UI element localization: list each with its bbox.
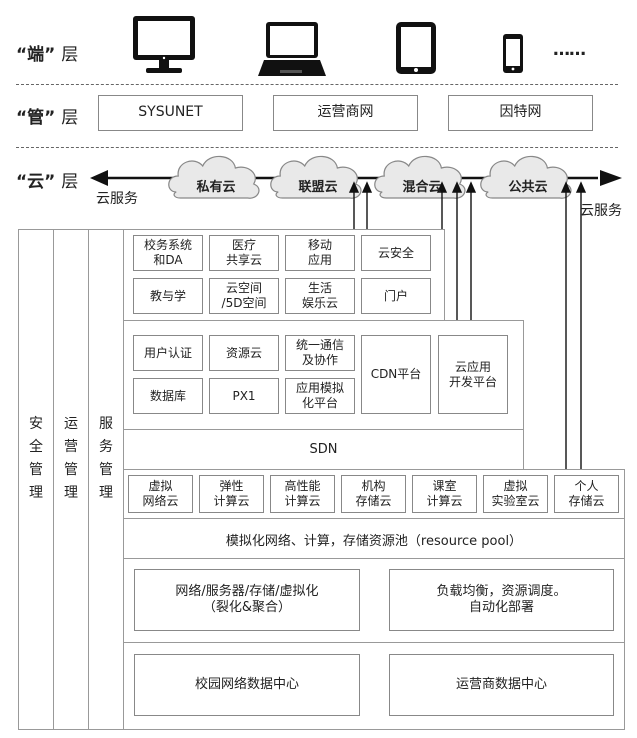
phone-icon xyxy=(503,34,523,73)
platform-resource-cloud: 资源云 xyxy=(209,335,279,371)
laptop-icon xyxy=(258,22,326,76)
app-life-entertainment: 生活 娱乐云 xyxy=(285,278,355,314)
separator-2 xyxy=(16,147,618,148)
sdn-label: SDN xyxy=(309,442,338,457)
more-devices-ellipsis: …… xyxy=(553,40,586,60)
layer-name-yun: “云” xyxy=(16,172,56,192)
app-medical-cloud: 医疗 共享云 xyxy=(209,235,279,271)
iaas-classroom-compute: 课室 计算云 xyxy=(412,475,477,513)
layer-suffix-yun: 层 xyxy=(61,172,79,192)
datacenter-carrier: 运营商数据中心 xyxy=(389,654,614,716)
column-security-management: 安 全 管 理 xyxy=(18,229,54,730)
cloud-service-right: 云服务 xyxy=(580,203,622,219)
monitor-icon xyxy=(133,16,195,73)
datacenter-campus: 校园网络数据中心 xyxy=(134,654,360,716)
layer-name-guan: “管” xyxy=(16,108,56,128)
layer-label-guan: “管” 层 xyxy=(16,103,78,128)
platform-unified-comm: 统一通信 及协作 xyxy=(285,335,355,371)
platform-cdn: CDN平台 xyxy=(361,335,431,414)
app-cloud-security: 云安全 xyxy=(361,235,431,271)
app-teaching: 教与学 xyxy=(133,278,203,314)
iaas-elastic-compute: 弹性 计算云 xyxy=(199,475,264,513)
cloud-public: 公共云 xyxy=(508,180,548,195)
left-arrow-head xyxy=(90,170,108,186)
app-cloud-space: 云空间 /5D空间 xyxy=(209,278,279,314)
platform-cloud-app-dev: 云应用 开发平台 xyxy=(438,335,508,414)
operations-management-label: 运 营 管 理 xyxy=(64,416,78,501)
iaas-institution-storage: 机构 存储云 xyxy=(341,475,406,513)
pipe-carrier-network: 运营商网 xyxy=(273,95,418,131)
iaas-virtual-network: 虚拟 网络云 xyxy=(128,475,193,513)
tablet-icon xyxy=(396,22,436,74)
separator-1 xyxy=(16,84,618,85)
layer-label-yun: “云” 层 xyxy=(16,167,78,192)
cloud-service-left: 云服务 xyxy=(96,191,138,207)
sdn-panel: SDN xyxy=(123,429,524,470)
virtualization-network-server-storage: 网络/服务器/存储/虚拟化 （裂化&聚合） xyxy=(134,569,360,631)
platform-user-auth: 用户认证 xyxy=(133,335,203,371)
virtualization-load-balancing: 负载均衡，资源调度。 自动化部署 xyxy=(389,569,614,631)
app-campus-affairs: 校务系统 和DA xyxy=(133,235,203,271)
cloud-private: 私有云 xyxy=(196,180,236,195)
service-management-label: 服 务 管 理 xyxy=(99,416,113,501)
pipe-internet: 因特网 xyxy=(448,95,593,131)
security-management-label: 安 全 管 理 xyxy=(29,416,43,501)
app-portal: 门户 xyxy=(361,278,431,314)
layer-label-duan: “端” 层 xyxy=(16,40,78,65)
column-service-management: 服 务 管 理 xyxy=(88,229,124,730)
iaas-virtual-lab: 虚拟 实验室云 xyxy=(483,475,548,513)
platform-app-simulation: 应用模拟 化平台 xyxy=(285,378,355,414)
platform-database: 数据库 xyxy=(133,378,203,414)
column-operations-management: 运 营 管 理 xyxy=(53,229,89,730)
app-mobile: 移动 应用 xyxy=(285,235,355,271)
pipe-sysunet: SYSUNET xyxy=(98,95,243,131)
iaas-personal-storage: 个人 存储云 xyxy=(554,475,619,513)
resource-pool-label: 模拟化网络、计算，存储资源池（resource pool） xyxy=(225,534,523,549)
platform-px1: PX1 xyxy=(209,378,279,414)
cloud-hybrid: 混合云 xyxy=(402,180,442,195)
resource-pool-panel: 模拟化网络、计算，存储资源池（resource pool） xyxy=(123,518,625,559)
right-arrow-head xyxy=(600,170,622,186)
layer-suffix-guan: 层 xyxy=(61,108,79,128)
layer-name-duan: “端” xyxy=(16,45,56,65)
iaas-hpc: 高性能 计算云 xyxy=(270,475,335,513)
layer-suffix-duan: 层 xyxy=(61,45,79,65)
cloud-alliance: 联盟云 xyxy=(298,180,338,195)
